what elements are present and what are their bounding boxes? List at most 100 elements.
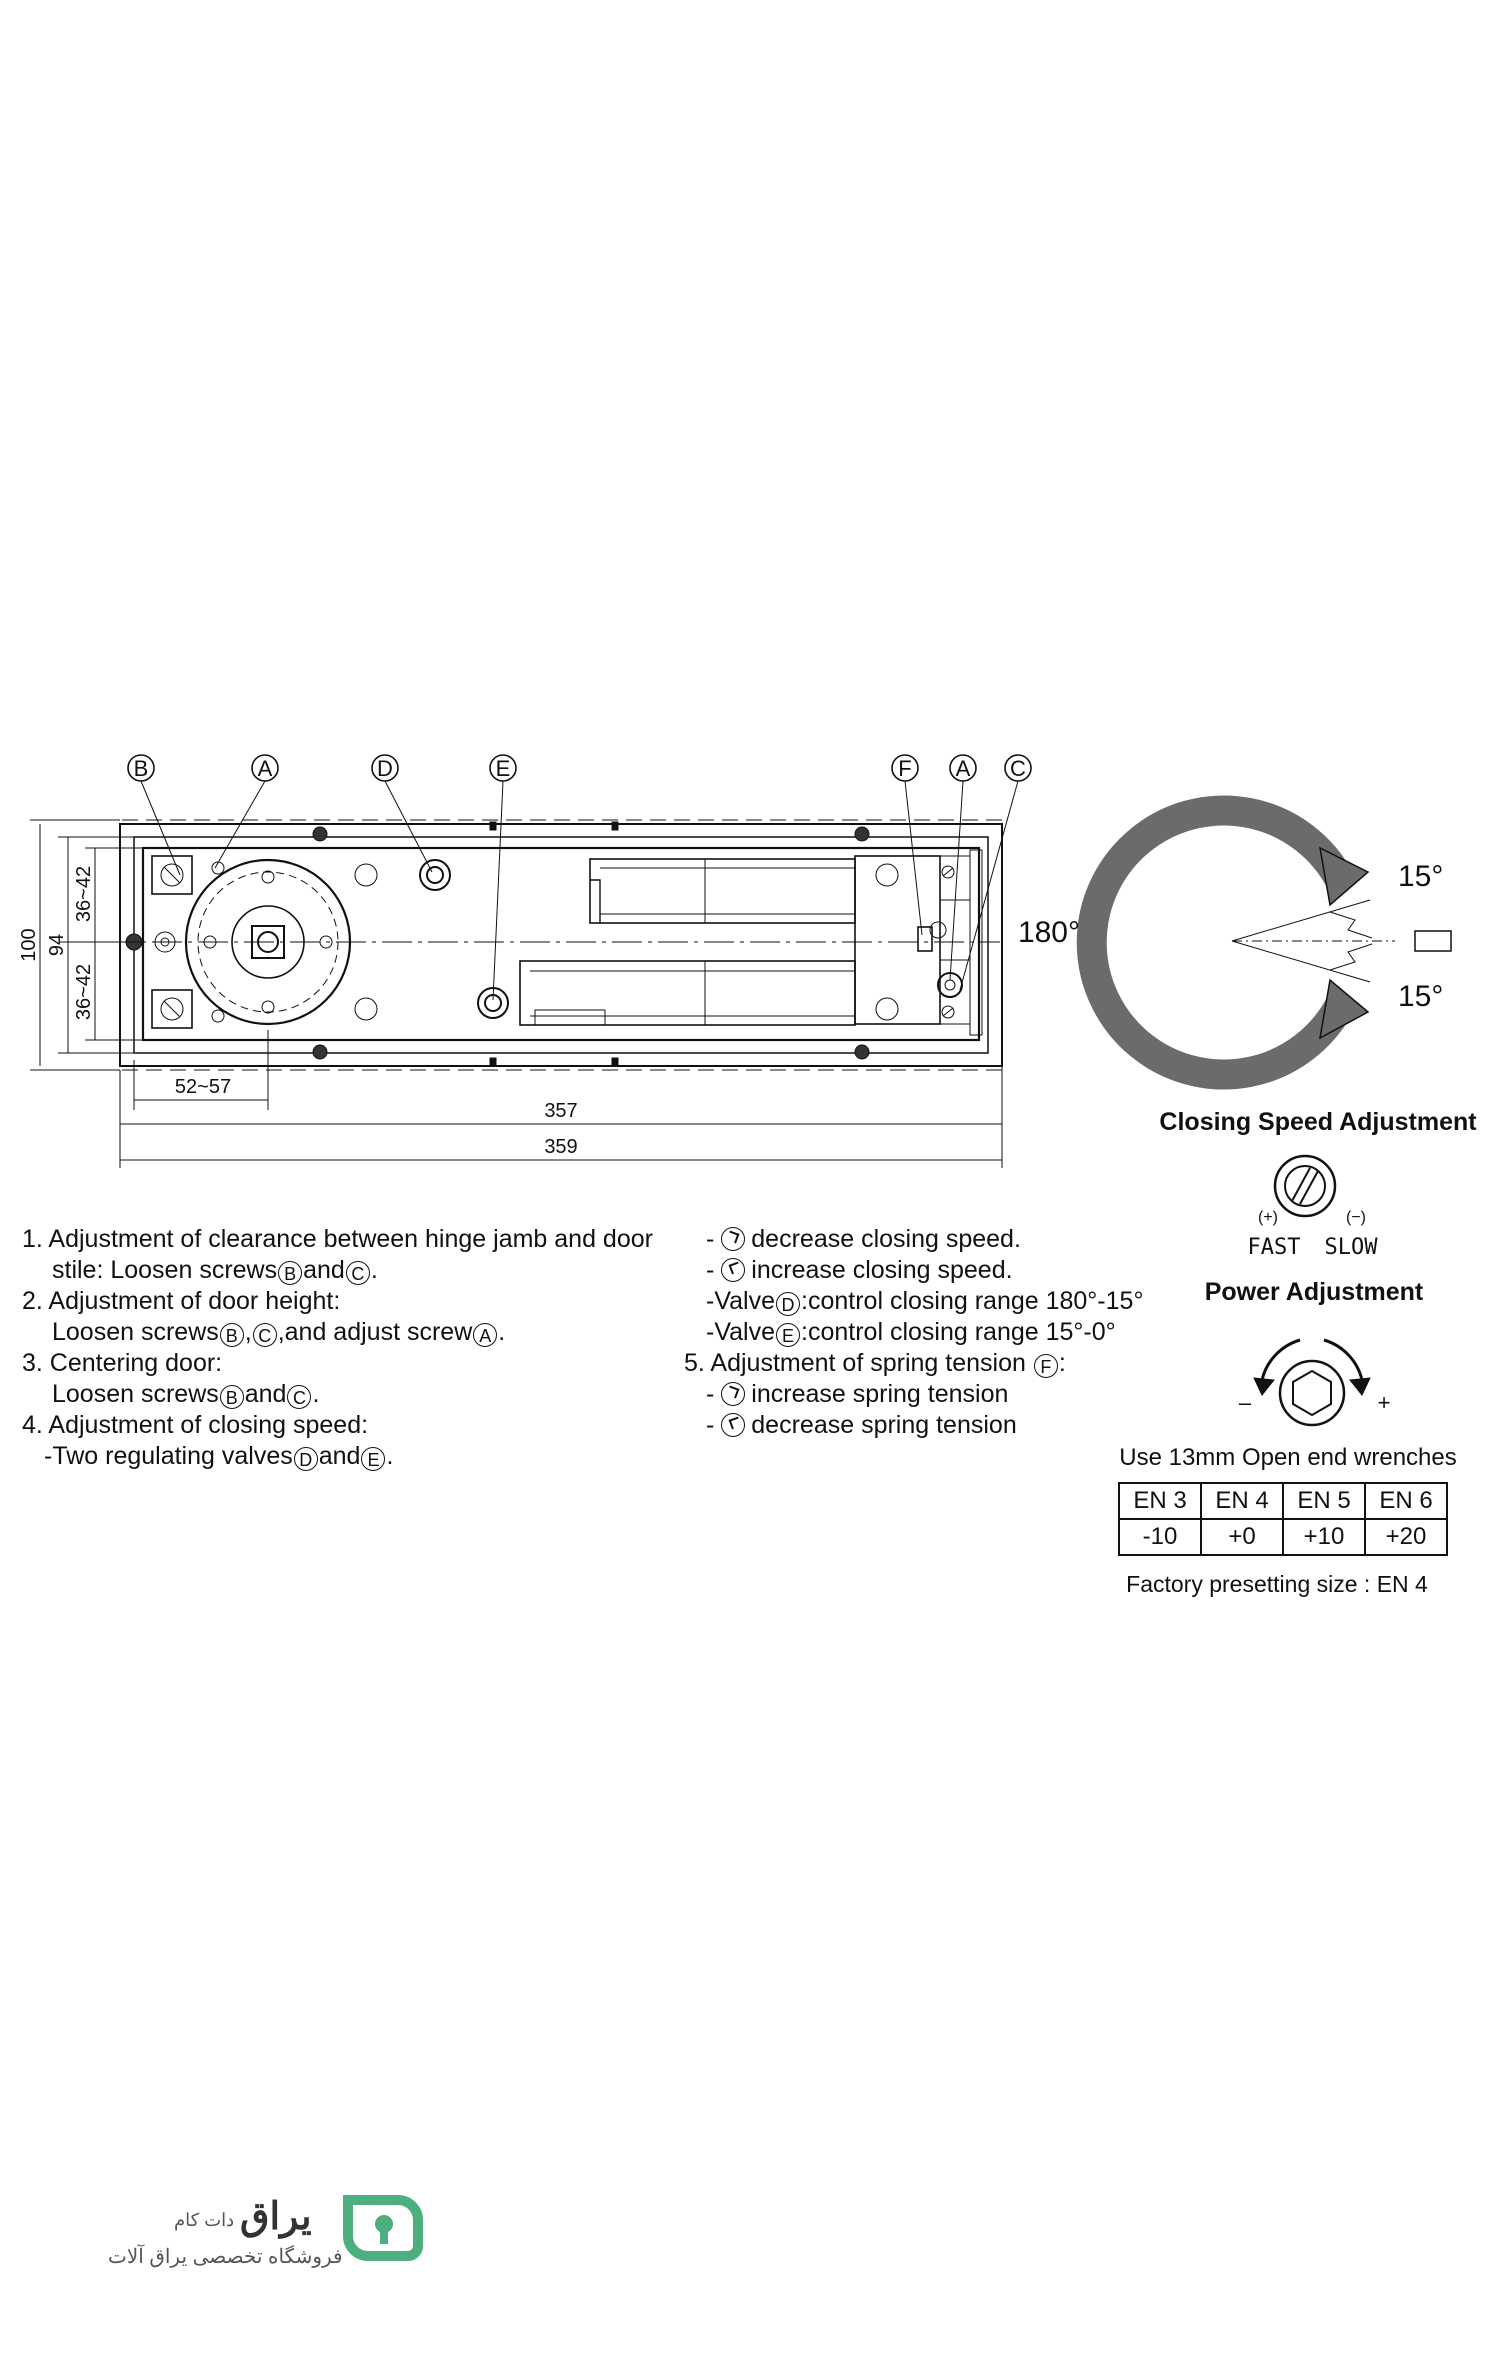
instruction-2b-mid: ,and adjust screw: [277, 1318, 473, 1346]
instruction-r3-pre: -Valve: [706, 1287, 776, 1315]
instruction-2b-end: .: [498, 1318, 506, 1346]
callout-f: F: [898, 756, 911, 781]
wrench-caption: Use 13mm Open end wrenches: [1119, 1444, 1457, 1471]
en-value-4: +0: [1200, 1518, 1284, 1556]
closing-speed-diagram: 180° 15° 15°: [1018, 795, 1452, 1090]
instruction-3b-end: .: [312, 1380, 320, 1408]
instruction-3b-mid: and: [244, 1380, 287, 1408]
callout-c: C: [1010, 756, 1026, 781]
wrench-plus-label: +: [1378, 1390, 1391, 1415]
dim-359: 359: [544, 1136, 577, 1158]
instruction-4b-mid: and: [318, 1442, 361, 1470]
instruction-3a: 3. Centering door:: [22, 1349, 223, 1377]
circled-c: C: [252, 1323, 277, 1347]
dim-100: 100: [18, 928, 40, 961]
instruction-2a: 2. Adjustment of door height:: [22, 1287, 341, 1315]
closing-speed-caption: Closing Speed Adjustment: [1159, 1108, 1477, 1136]
brand-name: یراق: [240, 2196, 312, 2238]
circled-b: B: [278, 1261, 303, 1285]
instruction-r4-post: :control closing range 15°-0°: [801, 1318, 1116, 1346]
angle-180-label: 180°: [1018, 916, 1080, 949]
instruction-1b-mid: and: [303, 1256, 345, 1284]
leader-lines: [140, 780, 1019, 1001]
instruction-4a: 4. Adjustment of closing speed:: [22, 1411, 369, 1439]
circled-c: C: [287, 1385, 312, 1409]
callout-a-right: A: [956, 756, 971, 781]
brand-domain: دات کام: [174, 2210, 235, 2230]
instruction-r2: - increase closing speed.: [706, 1255, 1013, 1286]
instruction-r4-pre: -Valve: [706, 1318, 776, 1346]
instruction-r1-text: decrease closing speed.: [751, 1225, 1021, 1253]
dim-94: 94: [46, 934, 68, 956]
callout-labels: B A D E F A C: [127, 754, 1032, 782]
en-value-5: +10: [1282, 1518, 1366, 1556]
power-plus-label: (+): [1258, 1209, 1278, 1226]
instruction-r5-pre: 5. Adjustment of spring tension: [684, 1349, 1026, 1377]
dim-357: 357: [544, 1100, 577, 1122]
dimension-text: 100 94 36~42 36~42 52~57 357 359: [18, 866, 578, 1158]
angle-15-bottom-label: 15°: [1398, 980, 1443, 1013]
dimension-lines: [30, 819, 1003, 1168]
power-minus-label: (−): [1346, 1209, 1366, 1226]
dash: -: [706, 1380, 715, 1408]
circled-b: B: [219, 1323, 244, 1347]
wrench-hex-icon: [1253, 1338, 1371, 1427]
dash: -: [706, 1225, 715, 1253]
instruction-r7: - decrease spring tension: [706, 1410, 1017, 1441]
counterclockwise-icon: [721, 1413, 746, 1437]
instruction-4b-end: .: [386, 1442, 394, 1470]
instruction-r3-post: :control closing range 180°-15°: [801, 1287, 1144, 1315]
instruction-2b-sep: ,: [244, 1318, 252, 1346]
clockwise-icon: [721, 1227, 746, 1251]
instruction-r5: 5. Adjustment of spring tension F:: [684, 1348, 1066, 1379]
brand-logo-icon: [343, 2195, 423, 2261]
en-header-3: EN 3: [1118, 1482, 1202, 1520]
power-adjustment-icon: [1273, 1154, 1337, 1218]
dash: -: [706, 1411, 715, 1439]
counterclockwise-icon: [721, 1258, 746, 1282]
callout-b: B: [134, 756, 149, 781]
dim-36-42-top: 36~42: [73, 866, 95, 922]
brand-tagline: فروشگاه تخصصی یراق آلات: [108, 2246, 343, 2268]
fast-label: FAST: [1248, 1235, 1301, 1260]
callout-a-left: A: [258, 756, 273, 781]
circled-e: E: [776, 1323, 801, 1347]
circled-d: D: [776, 1292, 801, 1316]
dim-52-57: 52~57: [175, 1076, 231, 1098]
instruction-r6-text: increase spring tension: [751, 1380, 1009, 1408]
dash: -: [706, 1256, 715, 1284]
angle-15-top-label: 15°: [1398, 860, 1443, 893]
instruction-r6: - increase spring tension: [706, 1379, 1008, 1410]
instruction-1b-pre: stile: Loosen screws: [52, 1256, 278, 1284]
circled-c: C: [345, 1261, 370, 1285]
dim-36-42-bottom: 36~42: [73, 964, 95, 1020]
instruction-r2-text: increase closing speed.: [751, 1256, 1013, 1284]
instruction-1a: 1. Adjustment of clearance between hinge…: [22, 1225, 653, 1253]
en-header-6: EN 6: [1364, 1482, 1448, 1520]
power-adjustment-caption: Power Adjustment: [1205, 1278, 1424, 1306]
en-value-6: +20: [1364, 1518, 1448, 1556]
instruction-r5-post: :: [1058, 1349, 1066, 1377]
circled-a: A: [473, 1323, 498, 1347]
callout-e: E: [496, 756, 511, 781]
table-row: -10 +0 +10 +20: [1118, 1518, 1448, 1556]
floor-spring-body: [50, 819, 1010, 1071]
clockwise-icon: [721, 1382, 746, 1406]
instruction-4b-pre: -Two regulating valves: [44, 1442, 293, 1470]
slow-label: SLOW: [1325, 1235, 1379, 1260]
circled-f: F: [1033, 1354, 1058, 1378]
instruction-3b-pre: Loosen screws: [52, 1380, 219, 1408]
en-header-4: EN 4: [1200, 1482, 1284, 1520]
circled-b: B: [219, 1385, 244, 1409]
wrench-minus-label: –: [1239, 1390, 1252, 1415]
instruction-r1: - decrease closing speed.: [706, 1224, 1021, 1255]
factory-preset-note: Factory presetting size : EN 4: [1126, 1571, 1428, 1597]
circled-d: D: [293, 1447, 318, 1471]
instruction-1b-end: .: [370, 1256, 378, 1284]
